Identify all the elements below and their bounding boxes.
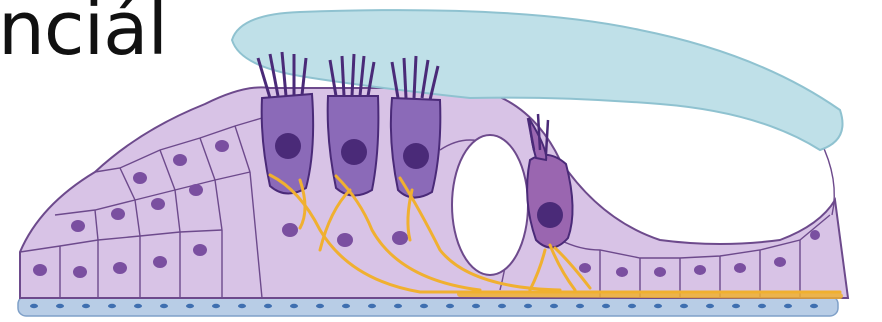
basilar-membrane-dot [472, 304, 480, 308]
basilar-membrane-dot [498, 304, 506, 308]
basilar-membrane-dot [810, 304, 818, 308]
basilar-membrane-dot [290, 304, 298, 308]
basilar-membrane-dot [602, 304, 610, 308]
basilar-membrane-dot [238, 304, 246, 308]
basilar-membrane-dot [524, 304, 532, 308]
basilar-membrane-dot [628, 304, 636, 308]
basilar-membrane-dot [186, 304, 194, 308]
basilar-membrane-dot [108, 304, 116, 308]
basilar-membrane-dot [56, 304, 64, 308]
tunnel-of-corti [452, 135, 528, 275]
basilar-membrane-dot [368, 304, 376, 308]
basilar-membrane-dot [30, 304, 38, 308]
basilar-membrane-dot [82, 304, 90, 308]
basilar-membrane-dot [758, 304, 766, 308]
basilar-membrane-dot [160, 304, 168, 308]
basilar-membrane-dot [680, 304, 688, 308]
basilar-membrane-dot [654, 304, 662, 308]
basilar-membrane-dot [706, 304, 714, 308]
basilar-membrane-dot [264, 304, 272, 308]
basilar-membrane-dot [394, 304, 402, 308]
basilar-membrane-dot [732, 304, 740, 308]
basilar-membrane-dot [342, 304, 350, 308]
basilar-membrane-dot [212, 304, 220, 308]
basilar-membrane-dot [446, 304, 454, 308]
basilar-membrane-dot [784, 304, 792, 308]
basilar-membrane-dot [576, 304, 584, 308]
basilar-membrane-dot [550, 304, 558, 308]
basilar-membrane-dot [134, 304, 142, 308]
basilar-membrane-dot [420, 304, 428, 308]
inner-hair-cell [527, 114, 572, 248]
basilar-membrane-dot [316, 304, 324, 308]
